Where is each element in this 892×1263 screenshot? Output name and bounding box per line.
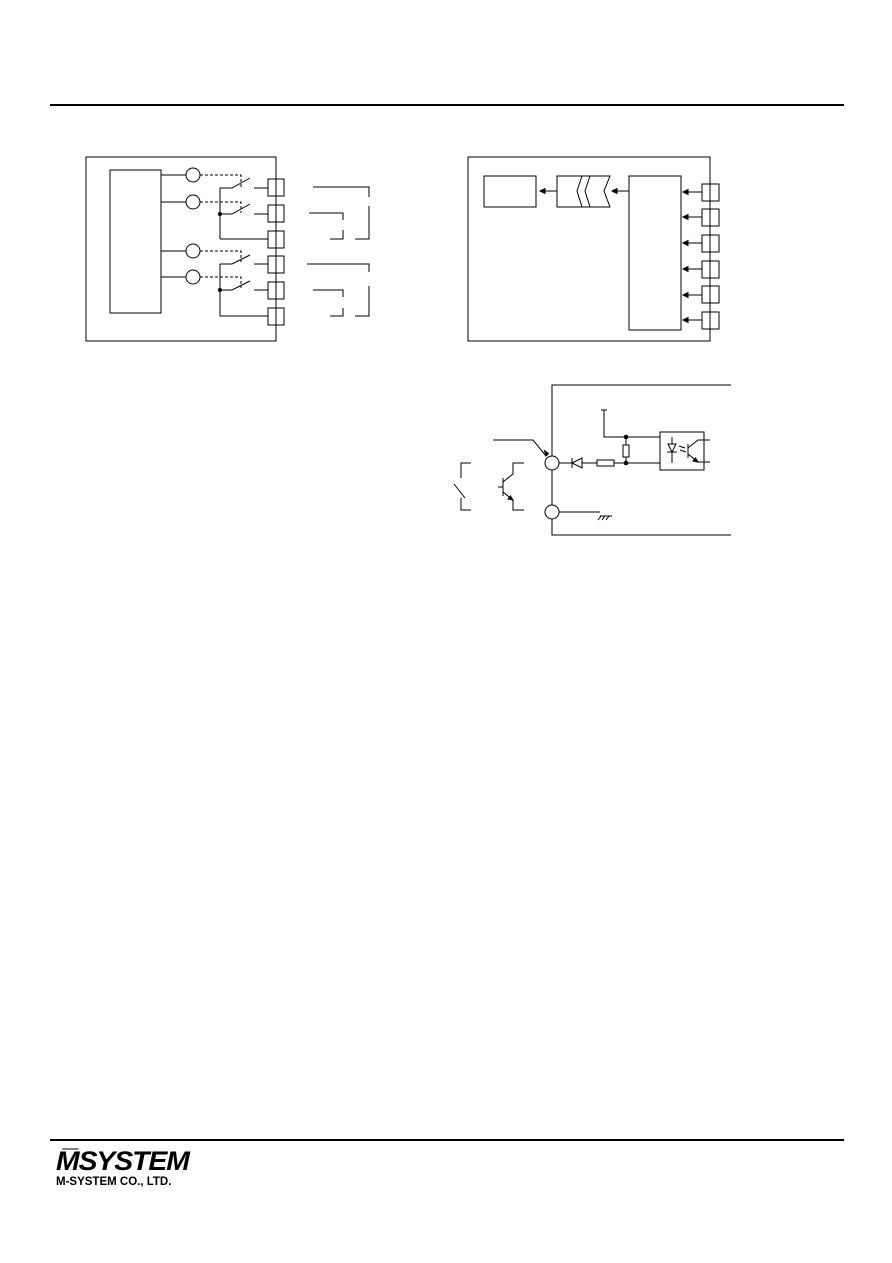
photocoupler (659, 431, 705, 471)
input-terminal-1 (701, 183, 720, 202)
resistor-series (596, 459, 615, 467)
relay-contact-3 (220, 254, 251, 265)
relay-output-diagram (85, 156, 370, 342)
diode-symbol (570, 457, 583, 469)
relay-coil-1 (185, 167, 201, 183)
wiring-diagrams (85, 156, 731, 536)
input-terminal-4 (701, 260, 720, 279)
input-circuit-diagram (453, 384, 731, 536)
input-terminal-3 (701, 234, 720, 253)
footer-rule (50, 1139, 844, 1141)
contact-input-diagram (467, 156, 720, 342)
header-rule (50, 104, 844, 106)
company-name: M-SYSTEM CO., LTD. (56, 1176, 172, 1188)
relay-driver-block (109, 169, 162, 314)
logo-wordmark: M̅SYSTEM (56, 1146, 190, 1176)
relay-terminal-5 (267, 281, 285, 300)
circuit-terminal-common (544, 504, 560, 520)
circuit-frame (551, 384, 731, 456)
input-unit-frame (467, 156, 711, 342)
external-transistor (498, 462, 524, 511)
relay-coil-4 (185, 269, 201, 285)
input-terminal-2 (701, 208, 720, 227)
isolation-block (556, 175, 611, 208)
relay-terminal-4 (267, 255, 285, 274)
relay-coil-3 (185, 243, 201, 259)
resistor-pullup (622, 444, 630, 458)
ground-symbol (597, 515, 612, 521)
relay-contact-1 (220, 177, 251, 189)
relay-coil-2 (185, 194, 201, 210)
cpu-block (483, 175, 537, 208)
relay-terminal-2 (267, 204, 285, 223)
input-terminal-5 (701, 285, 720, 304)
circuit-terminal-input (544, 455, 560, 471)
relay-terminal-6 (267, 307, 285, 326)
relay-terminal-1 (267, 178, 285, 197)
input-terminal-6 (701, 311, 720, 330)
input-interface-block (628, 175, 682, 331)
external-switch (453, 462, 471, 511)
relay-terminal-3 (267, 230, 285, 249)
relay-contact-2 (220, 203, 251, 215)
relay-contact-4 (220, 280, 251, 291)
company-logo: M̅SYSTEM M-SYSTEM CO., LTD. (56, 1148, 190, 1189)
relay-unit-frame (85, 156, 277, 342)
